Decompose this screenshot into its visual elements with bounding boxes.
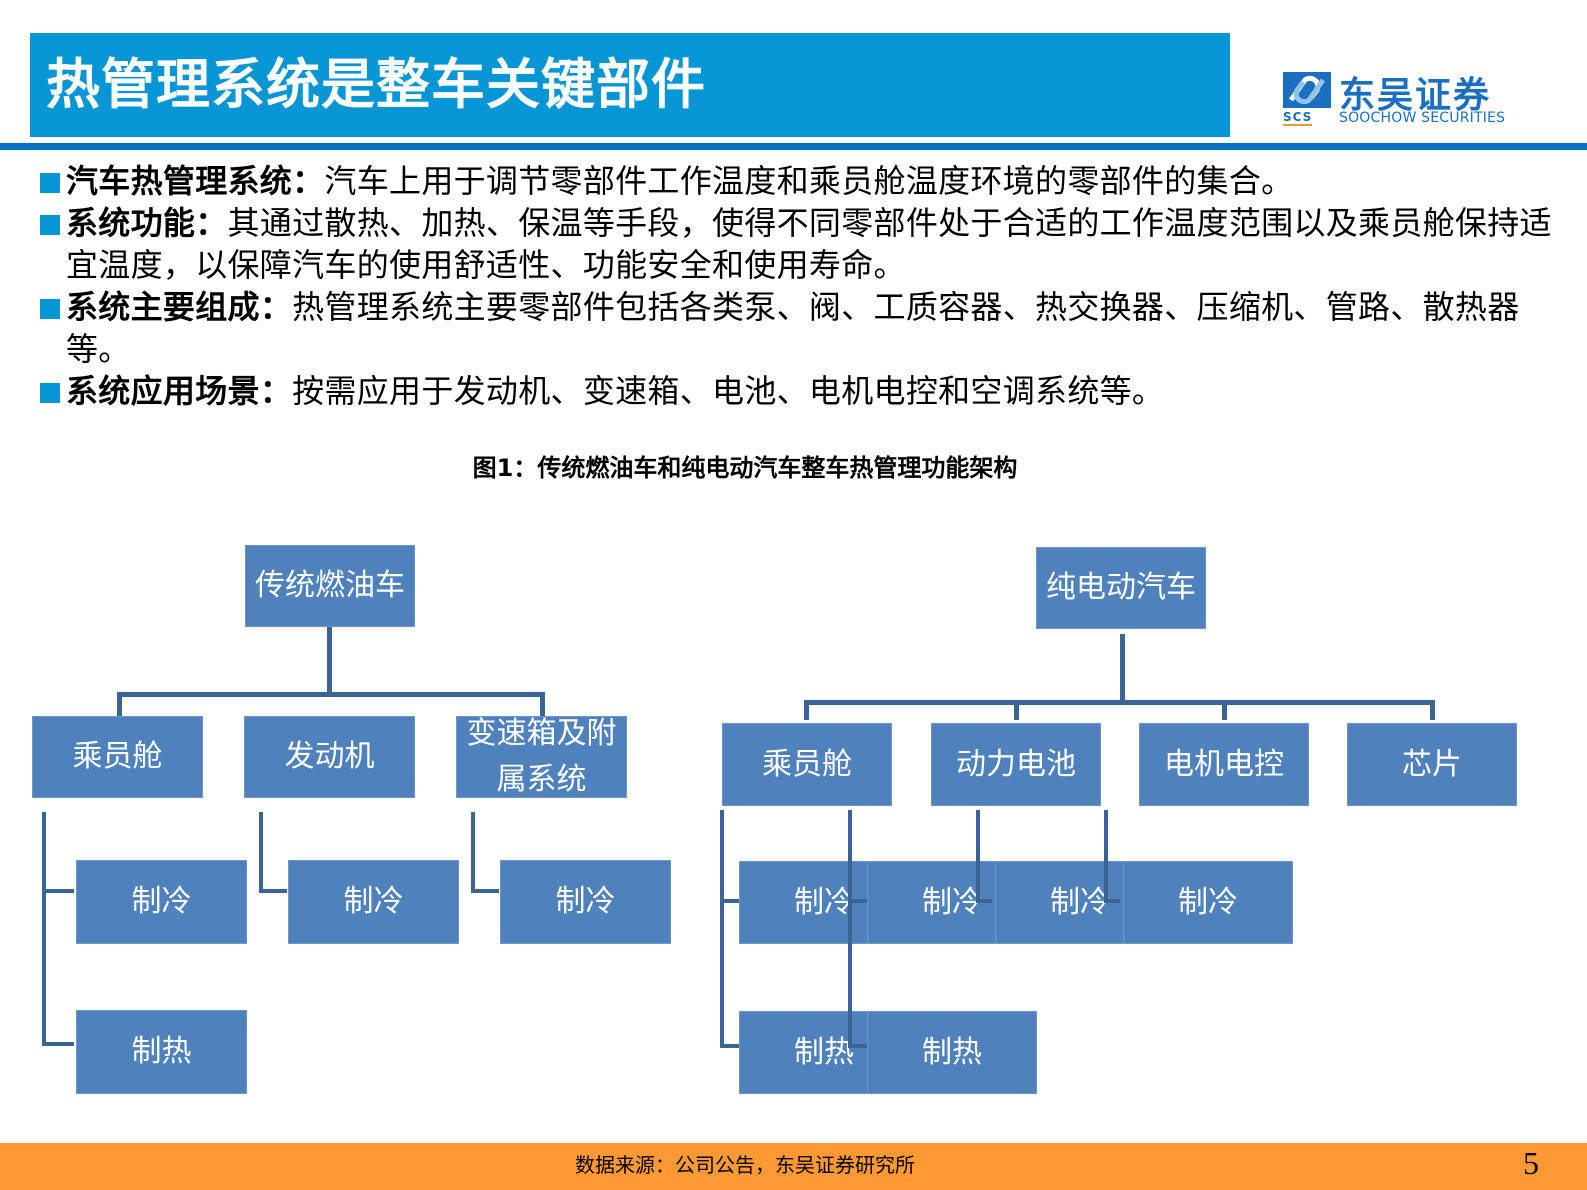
node-leaf-cooling: 制冷	[1123, 861, 1293, 944]
page-title: 热管理系统是整车关键部件	[46, 53, 706, 116]
connector	[259, 889, 287, 893]
bullet-applications: 系统应用场景：按需应用于发动机、变速箱、电池、电机电控和空调系统等。	[40, 370, 1570, 412]
bullet-sep: ：	[195, 204, 228, 242]
bullet-square-icon	[40, 215, 60, 235]
connector	[1120, 634, 1125, 700]
bullet-term: 系统功能	[66, 204, 196, 242]
connector	[804, 700, 809, 720]
connector	[259, 812, 263, 893]
bullet-definition: 汽车热管理系统：汽车上用于调节零部件工作温度和乘员舱温度环境的零部件的集合。	[40, 160, 1570, 202]
connector	[1104, 899, 1120, 903]
bullet-function: 系统功能：其通过散热、加热、保温等手段，使得不同零部件处于合适的工作温度范围以及…	[40, 202, 1570, 286]
connector	[117, 692, 545, 697]
bullet-square-icon	[40, 173, 60, 193]
connector	[720, 1044, 750, 1048]
connector	[720, 899, 750, 903]
company-logo: 东吴证券 SCS SOOCHOW SECURITIES	[1283, 70, 1513, 130]
node-motor-control: 电机电控	[1139, 723, 1309, 806]
node-engine: 发动机	[244, 716, 415, 798]
bullet-text: 汽车上用于调节零部件工作温度和乘员舱温度环境的零部件的集合。	[324, 162, 1294, 200]
bullet-text: 热管理系统主要零部件包括各类泵、阀、工质容器、热交换器、压缩机、管路、散热器等。	[66, 288, 1520, 368]
node-cabin: 乘员舱	[32, 716, 203, 798]
bullet-square-icon	[40, 383, 60, 403]
node-root-ice: 传统燃油车	[245, 545, 415, 627]
node-leaf-heating: 制热	[867, 1011, 1037, 1094]
bullet-text: 其通过散热、加热、保温等手段，使得不同零部件处于合适的工作温度范围以及乘员舱保持…	[66, 204, 1552, 284]
node-leaf-cooling: 制冷	[500, 860, 671, 944]
node-battery: 动力电池	[931, 723, 1101, 806]
logo-scs-text: SCS	[1283, 110, 1313, 126]
title-bar: 热管理系统是整车关键部件	[30, 33, 1230, 137]
data-source: 数据来源：公司公告，东吴证券研究所	[575, 1153, 915, 1177]
bullet-square-icon	[40, 299, 60, 319]
bullet-list: 汽车热管理系统：汽车上用于调节零部件工作温度和乘员舱温度环境的零部件的集合。 系…	[40, 160, 1570, 412]
connector	[540, 692, 545, 716]
connector	[42, 1042, 74, 1046]
connector	[327, 627, 332, 695]
node-chip: 芯片	[1347, 723, 1517, 806]
page-number: 5	[1523, 1145, 1539, 1181]
connector	[42, 812, 46, 1046]
connector	[848, 899, 878, 903]
connector	[1014, 700, 1019, 720]
logo-en-text: SOOCHOW SECURITIES	[1339, 110, 1506, 126]
bullet-sep: ：	[292, 162, 325, 200]
node-cabin: 乘员舱	[722, 723, 892, 806]
header-rule	[0, 143, 1587, 150]
bullet-text: 按需应用于发动机、变速箱、电池、电机电控和空调系统等。	[292, 372, 1165, 410]
connector	[848, 810, 852, 1048]
logo-cn-text: 东吴证券	[1339, 75, 1492, 116]
bullet-sep: ：	[259, 372, 293, 410]
connector	[976, 899, 992, 903]
connector	[848, 1044, 878, 1048]
node-leaf-cooling: 制冷	[76, 860, 247, 944]
footer-bar: 数据来源：公司公告，东吴证券研究所 5	[0, 1143, 1587, 1190]
node-leaf-cooling: 制冷	[288, 860, 459, 944]
connector	[1222, 700, 1227, 720]
bullet-term: 汽车热管理系统	[66, 162, 293, 200]
connector	[471, 812, 475, 893]
node-root-bev: 纯电动汽车	[1036, 547, 1206, 629]
connector	[42, 889, 74, 893]
bullet-sep: ：	[259, 288, 293, 326]
connector	[804, 700, 1435, 705]
connector	[720, 810, 724, 1048]
connector	[1430, 700, 1435, 720]
figure-caption: 图1：传统燃油车和纯电动汽车整车热管理功能架构	[472, 454, 1018, 482]
connector	[1104, 810, 1108, 903]
connector	[117, 692, 122, 716]
bullet-term: 系统应用场景	[66, 372, 260, 410]
connector	[976, 810, 980, 903]
scs-logo-icon	[1283, 72, 1331, 108]
node-leaf-heating: 制热	[76, 1010, 247, 1094]
node-transmission: 变速箱及附属系统	[456, 716, 627, 798]
bullet-term: 系统主要组成	[66, 288, 260, 326]
bullet-components: 系统主要组成：热管理系统主要零部件包括各类泵、阀、工质容器、热交换器、压缩机、管…	[40, 286, 1570, 370]
connector	[471, 889, 499, 893]
